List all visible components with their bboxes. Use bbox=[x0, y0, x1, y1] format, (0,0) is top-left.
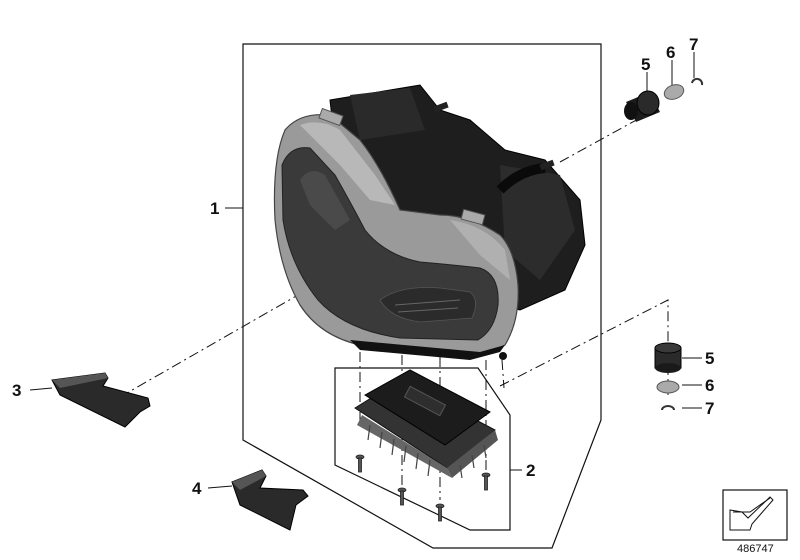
diagram-number: 486747 bbox=[737, 543, 774, 555]
headlight-assembly bbox=[273, 84, 586, 360]
callout-1: 1 bbox=[210, 199, 220, 218]
screws bbox=[355, 454, 491, 522]
callout-6-lower: 6 bbox=[705, 376, 715, 395]
callout-7-upper: 7 bbox=[689, 35, 699, 54]
callout-2: 2 bbox=[526, 461, 536, 480]
circlip-lower bbox=[661, 405, 675, 411]
screw-icon bbox=[481, 472, 491, 491]
screw-icon bbox=[355, 454, 365, 473]
bracket-cover-3 bbox=[51, 372, 151, 428]
bracket-cover-4 bbox=[231, 469, 309, 531]
washer-lower bbox=[656, 380, 680, 394]
rubber-mount-upper bbox=[624, 90, 660, 122]
assembly-frame-1 bbox=[242, 43, 602, 549]
diagram-view-icon bbox=[722, 489, 788, 541]
callout-4: 4 bbox=[192, 479, 202, 498]
callout-7-lower: 7 bbox=[705, 399, 715, 418]
callout-5-upper: 5 bbox=[641, 55, 651, 74]
screw-icon bbox=[435, 503, 445, 522]
leader-lines bbox=[29, 52, 702, 489]
circlip-upper bbox=[691, 77, 704, 86]
screw-icon bbox=[397, 487, 407, 506]
control-unit bbox=[354, 369, 498, 479]
assembly-frame-2 bbox=[334, 367, 511, 531]
callout-6-upper: 6 bbox=[666, 43, 676, 62]
rubber-mount-lower bbox=[654, 342, 682, 373]
washer-upper bbox=[663, 84, 685, 100]
callout-5-lower: 5 bbox=[705, 349, 715, 368]
callout-3: 3 bbox=[12, 381, 22, 400]
